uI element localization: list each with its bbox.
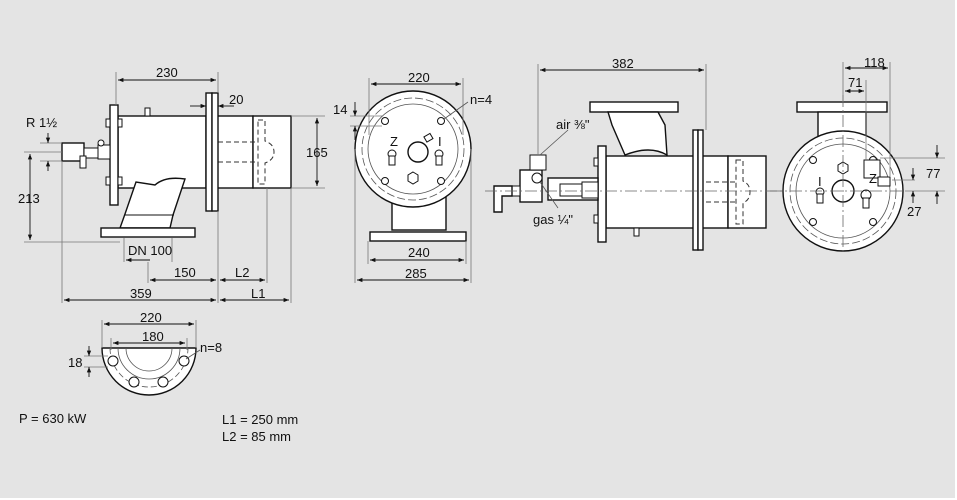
- dim-165: 165: [306, 145, 328, 160]
- dim-240: 240: [408, 245, 430, 260]
- dim-dn100: DN 100: [128, 243, 173, 258]
- spec-power: P = 630 kW: [19, 411, 87, 426]
- dim-285: 285: [405, 266, 427, 281]
- dim-118: 118: [864, 55, 885, 70]
- flange-detail: [84, 320, 201, 396]
- gas-connection: gas ¼": [533, 212, 574, 227]
- spec-l2: L2 = 85 mm: [222, 429, 292, 444]
- air-connection: air ⅜": [556, 117, 590, 132]
- rear-mark-z: Z: [869, 171, 877, 186]
- holes-n4: n=4: [470, 92, 493, 107]
- side-view-right: [485, 64, 790, 251]
- dim-359: 359: [130, 286, 152, 301]
- dim-20: 20: [229, 92, 244, 107]
- dim-27: 27: [907, 204, 922, 219]
- side-view-left: [24, 72, 325, 303]
- flange-dim-220: 220: [140, 310, 162, 325]
- rear-mark-i: I: [818, 174, 822, 189]
- flange-dim-180: 180: [142, 329, 164, 344]
- mark-i: I: [438, 134, 442, 149]
- mark-z: Z: [390, 134, 398, 149]
- dim-77: 77: [926, 166, 941, 181]
- dim-213: 213: [18, 191, 40, 206]
- dim-382: 382: [612, 56, 634, 71]
- dim-l2: L2: [235, 265, 250, 280]
- rear-view: [770, 62, 945, 255]
- dim-71: 71: [848, 75, 863, 90]
- flange-holes-n8: n=8: [200, 340, 223, 355]
- front-view: [350, 78, 472, 283]
- dim-230: 230: [156, 65, 178, 80]
- dim-14: 14: [333, 102, 348, 117]
- dim-l1: L1: [251, 286, 266, 301]
- dim-150: 150: [174, 265, 196, 280]
- spec-l1: L1 = 250 mm: [222, 412, 299, 427]
- dim-220: 220: [408, 70, 430, 85]
- flange-dim-18: 18: [68, 355, 83, 370]
- dim-r-thread: R 1½: [26, 115, 58, 130]
